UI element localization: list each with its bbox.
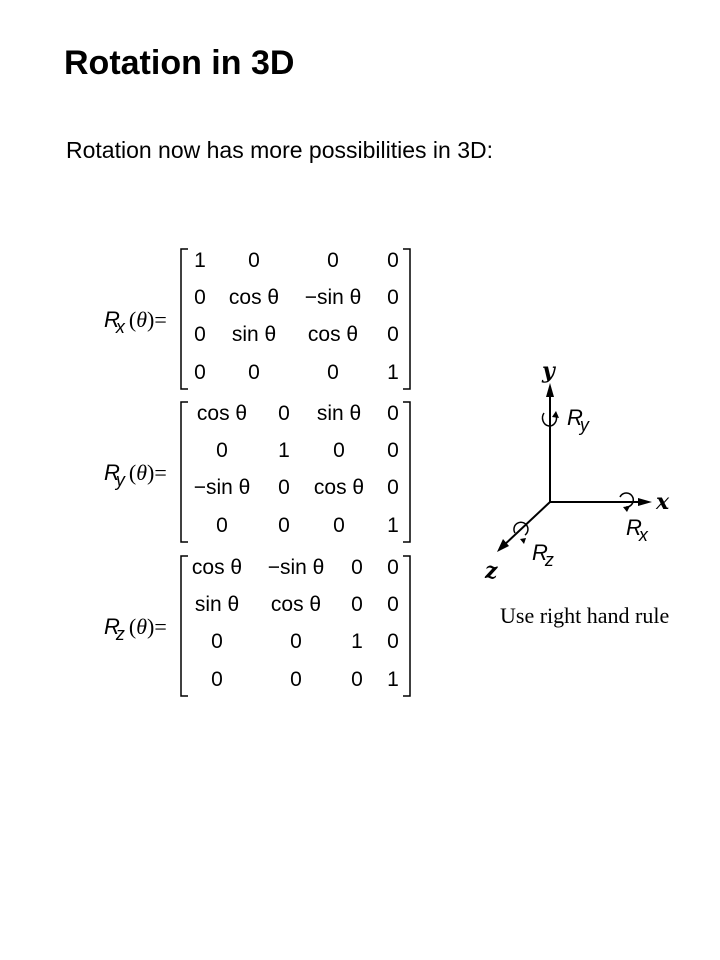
matrix-cell: 0	[351, 593, 363, 616]
open-paren: (	[128, 614, 137, 639]
matrix-cell: 0	[387, 593, 399, 616]
matrix-cell: 0	[290, 668, 302, 691]
matrix-cell: 0	[278, 514, 290, 537]
matrix-cell: 1	[387, 514, 399, 537]
matrix-cell: 0	[278, 402, 290, 425]
rz-label: Rz	[532, 540, 557, 570]
close-paren-equals: )=	[147, 460, 167, 485]
matrix-lhs: Rx(θ)=	[104, 307, 167, 337]
axes-diagram	[497, 383, 652, 552]
ry-label-axis: y	[579, 415, 589, 435]
rz-label-name: R	[532, 540, 548, 565]
rx-rotation-arrowhead	[623, 506, 630, 512]
matrix-cell: 1	[351, 630, 363, 653]
matrix-name: R	[104, 614, 120, 639]
matrix-cell: 0	[387, 630, 399, 653]
slide-subtitle: Rotation now has more possibilities in 3…	[66, 137, 493, 163]
matrix-cell: 0	[278, 476, 290, 499]
slide-title: Rotation in 3D	[64, 44, 295, 82]
matrix-cell: 0	[194, 286, 206, 309]
matrix-cell: sin θ	[316, 402, 362, 425]
ry-rotation-arrowhead	[552, 411, 559, 418]
matrix-cell: 0	[248, 249, 260, 272]
matrix-arg: θ	[136, 614, 148, 639]
matrix-cell: cos θ	[270, 593, 322, 616]
rz-label-axis: z	[544, 550, 554, 570]
close-paren-equals: )=	[147, 307, 167, 332]
matrix-cell: 0	[216, 439, 228, 462]
matrix-cell: cos θ	[191, 556, 243, 579]
matrix-cell: sin θ	[194, 593, 240, 616]
matrix-cell: 0	[327, 249, 339, 272]
matrix-cell: 0	[194, 323, 206, 346]
matrix-cell: 1	[387, 668, 399, 691]
y-axis-arrow	[546, 383, 554, 397]
matrix-cell: 0	[387, 286, 399, 309]
matrix-cell: cos θ	[307, 323, 359, 346]
matrix-lhs: Rz(θ)=	[104, 614, 167, 644]
matrix-axis: y	[115, 470, 125, 490]
matrix-cell: sin θ	[231, 323, 277, 346]
ry-rotation-arc	[541, 412, 558, 427]
matrix-lhs: Ry(θ)=	[104, 460, 167, 490]
matrix-axis: z	[115, 624, 125, 644]
matrix-cell: cos θ	[313, 476, 365, 499]
matrix-cell: cos θ	[196, 402, 248, 425]
matrix-cell: 0	[387, 323, 399, 346]
matrix-cell: 0	[248, 361, 260, 384]
z-axis-label: z	[485, 558, 498, 584]
y-axis-label: y	[542, 358, 555, 384]
close-paren-equals: )=	[147, 614, 167, 639]
matrix-cell: 0	[216, 514, 228, 537]
matrix-name: R	[104, 460, 120, 485]
matrix-cell: 0	[333, 514, 345, 537]
matrix-cell: 0	[211, 668, 223, 691]
matrix-cell: 0	[211, 630, 223, 653]
matrix-cell: 0	[351, 556, 363, 579]
open-paren: (	[128, 460, 137, 485]
matrix-cell: −sin θ	[267, 556, 325, 579]
matrix-ry: Ry(θ)= cos θ 0 sin θ 0 0 1 0 0 −sin θ 0 cos θ 0 0 0 0 1	[0, 398, 430, 548]
z-axis-arrow	[497, 539, 509, 552]
matrix-cell: 1	[387, 361, 399, 384]
rx-rotation-arc	[619, 492, 635, 508]
matrix-cell: 0	[327, 361, 339, 384]
matrix-brackets	[180, 248, 411, 390]
matrix-cell: 0	[194, 361, 206, 384]
matrix-cell: 0	[387, 249, 399, 272]
right-hand-rule-caption: Use right hand rule	[500, 603, 670, 628]
matrix-brackets	[180, 555, 411, 697]
rz-rotation-arrowhead	[520, 538, 526, 544]
matrix-cell: cos θ	[228, 286, 280, 309]
matrix-axis: x	[115, 317, 125, 337]
matrix-cell: 1	[194, 249, 206, 272]
matrix-rz: Rz(θ)= cos θ −sin θ 0 0 sin θ cos θ 0 0 0 0 1 0 0 0 0 1	[0, 552, 430, 702]
x-axis-arrow	[638, 498, 652, 506]
matrix-cell: 0	[387, 402, 399, 425]
rx-label-axis: x	[638, 525, 648, 545]
matrix-cell: 0	[333, 439, 345, 462]
rx-label: Rx	[626, 515, 651, 545]
matrix-cell: 0	[387, 476, 399, 499]
matrix-name: R	[104, 307, 120, 332]
matrix-cell: 0	[387, 439, 399, 462]
matrix-cell: −sin θ	[304, 286, 362, 309]
open-paren: (	[128, 307, 137, 332]
x-axis-label: x	[656, 489, 670, 515]
matrix-rx: Rx(θ)= 1 0 0 0 0 cos θ −sin θ 0 0 sin θ cos θ 0 0 0 0 1	[0, 245, 430, 395]
matrix-brackets	[180, 401, 411, 543]
matrix-cell: 0	[351, 668, 363, 691]
matrix-cell: 0	[290, 630, 302, 653]
matrix-arg: θ	[136, 307, 148, 332]
matrix-cell: 0	[387, 556, 399, 579]
ry-label: Ry	[567, 405, 592, 435]
ry-label-name: R	[567, 405, 583, 430]
matrix-arg: θ	[136, 460, 148, 485]
matrix-cell: 1	[278, 439, 290, 462]
rx-label-name: R	[626, 515, 642, 540]
matrix-cell: −sin θ	[193, 476, 251, 499]
rz-rotation-arc	[513, 521, 529, 536]
